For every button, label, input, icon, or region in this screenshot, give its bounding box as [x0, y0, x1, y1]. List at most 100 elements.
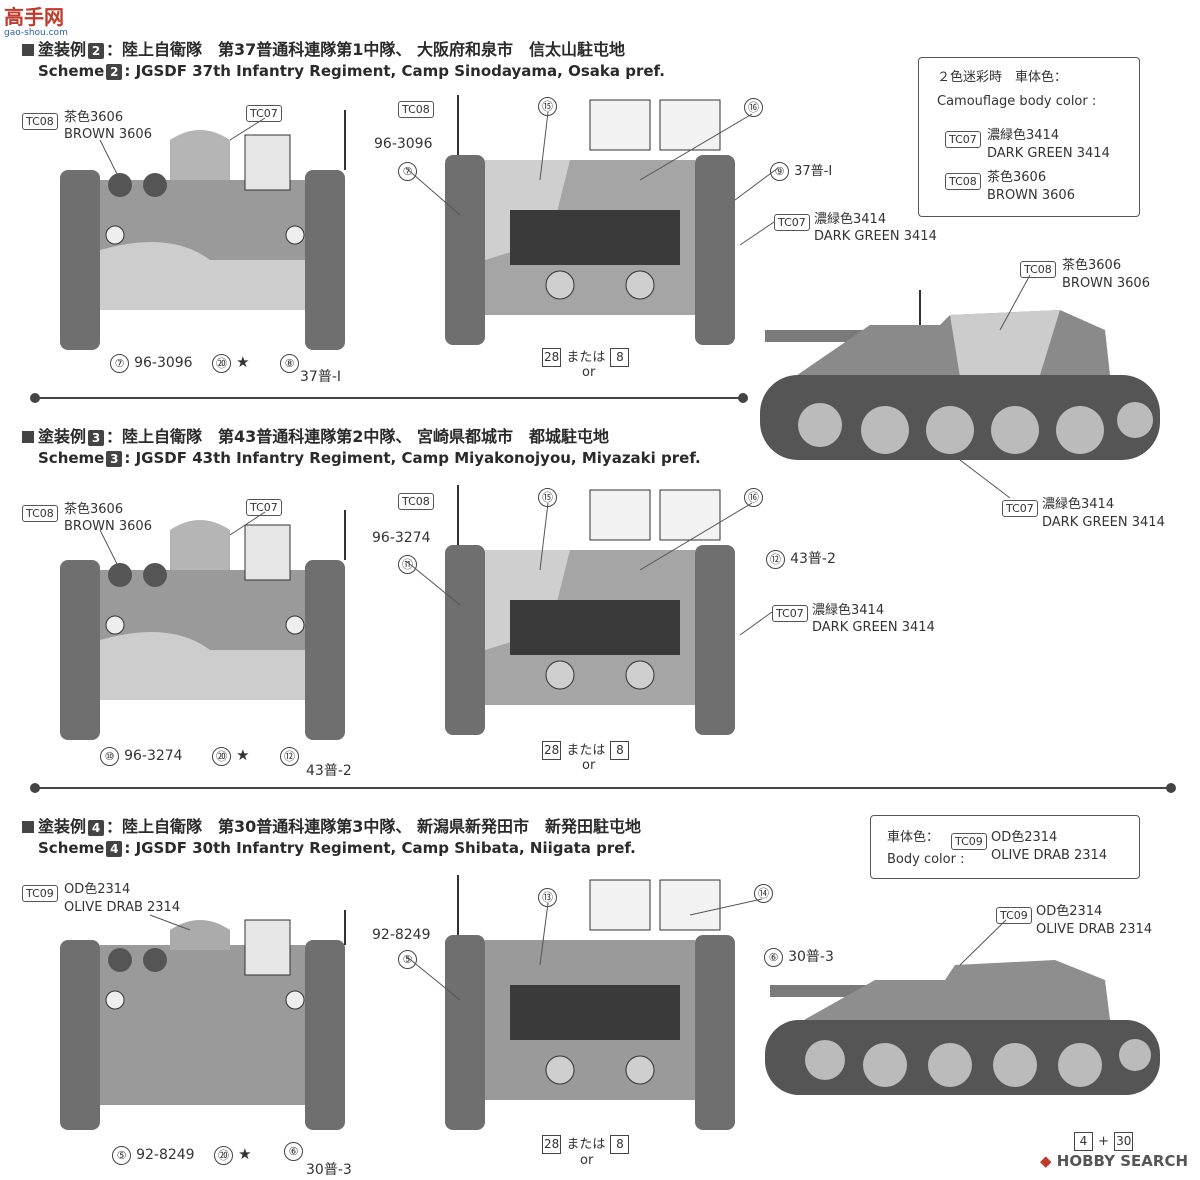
side-1-tc-bottom: TC07 — [1002, 497, 1038, 517]
scheme-3-rear-callout-b: ⑯ — [744, 486, 763, 507]
scheme-2-rear-or: or — [582, 365, 596, 380]
scheme-2-rear-callout-a: ⑮ — [538, 95, 557, 116]
camo-title-en: Camouflage body color : — [937, 94, 1097, 109]
scheme-4-front-view — [60, 910, 346, 1130]
scheme-3-front-callout-mid: ⑳ ★ — [212, 745, 250, 766]
scheme-2-rear-plate: 96-3096 — [374, 136, 433, 152]
scheme-2-front-callout-left: ⑦ 96-3096 — [110, 352, 193, 373]
scheme-4-front-color-en: OLIVE DRAB 2314 — [64, 900, 181, 915]
camouflage-color-box: ２色迷彩時 車体色： Camouflage body color : TC07 … — [918, 57, 1140, 217]
scheme-4-rear-plate: 92-8249 — [372, 927, 431, 943]
scheme-3-front-color-en: BROWN 3606 — [64, 519, 152, 534]
scheme-2-rear-right-color-en: DARK GREEN 3414 — [814, 229, 937, 244]
side-1-top-jp: 茶色3606 — [1062, 258, 1122, 273]
scheme-3-front-plate: 43普-2 — [306, 763, 352, 779]
scheme-2-rear-right-color-jp: 濃緑色3414 — [814, 212, 887, 227]
separator-line — [35, 787, 1170, 789]
separator-line — [35, 397, 740, 399]
camo-entry-1: TC07 濃緑色3414 DARK GREEN 3414 — [945, 128, 1110, 161]
scheme-4-rear-plate-num: ⑤ — [398, 948, 417, 969]
camo-title-jp: ２色迷彩時 車体色： — [937, 70, 1068, 85]
body-color-label-en: Body color : — [887, 852, 965, 867]
side-view-2-drawing — [765, 960, 1160, 1095]
side-1-top-en: BROWN 3606 — [1062, 276, 1150, 291]
side-2-color-jp: OD色2314 — [1036, 904, 1103, 919]
scheme-4-front-color-jp: OD色2314 — [64, 882, 131, 897]
scheme-4-front-callout-left: ⑤ 92-8249 — [112, 1144, 195, 1165]
scheme-2-front-tc: TC08 — [22, 110, 58, 130]
side-2-tc: TC09 — [996, 904, 1032, 924]
scheme-3-front-callout-right: ⑫ — [280, 745, 299, 766]
scheme-4-front-plate: 30普-3 — [306, 1162, 352, 1178]
body-color-jp: OD色2314 — [991, 830, 1058, 845]
scheme-4-front-callout-mid: ⑳ ★ — [214, 1144, 252, 1165]
scheme-2-rear-tc: TC08 — [398, 98, 434, 118]
separator-dot — [1166, 783, 1176, 793]
scheme-3-rear-tc-right: TC07 — [772, 602, 808, 622]
camo-entry-2: TC08 茶色3606 BROWN 3606 — [945, 170, 1075, 203]
scheme-4-rear-view — [445, 875, 735, 1130]
side-1-bottom-jp: 濃緑色3414 — [1042, 497, 1115, 512]
scheme-2-rear-callout-right: ⑨ 37普-Ⅰ — [770, 160, 832, 181]
scheme-2-rear-tc-right: TC07 — [774, 211, 810, 231]
scheme-4-front-tc: TC09 — [22, 882, 58, 902]
tc-badge: TC08 — [945, 173, 981, 190]
scheme-3-rear-right-color-jp: 濃緑色3414 — [812, 603, 885, 618]
scheme-4-rear-callout-a: ⑬ — [538, 886, 557, 907]
scheme-2-rear-callout-b: ⑯ — [744, 96, 763, 117]
scheme-2-front-plate: 37普-Ⅰ — [300, 369, 341, 385]
scheme-2-front-color-jp: 茶色3606 — [64, 110, 124, 125]
scheme-3-front-tc: TC08 — [22, 502, 58, 522]
separator-dot — [738, 393, 748, 403]
scheme-3-front-view — [60, 510, 346, 740]
scheme-3-rear-callout-right: ⑫ 43普-2 — [766, 548, 836, 569]
scheme-3-rear-right-color-en: DARK GREEN 3414 — [812, 620, 935, 635]
scheme-3-rear-tc: TC08 — [398, 490, 434, 510]
footer-brand-1: HOBBY — [1056, 1152, 1115, 1170]
scheme-3-rear-plate: 96-3274 — [372, 530, 431, 546]
side-2-bottom-callout: 4 + 30 — [1074, 1130, 1134, 1151]
scheme-4-front-callout-right: ⑥ — [284, 1140, 303, 1161]
scheme-3-rear-callout-a: ⑮ — [538, 486, 557, 507]
tc-badge: TC09 — [951, 833, 987, 850]
scheme-2-rear-bottom-callout: 28 または 8 — [542, 346, 630, 367]
scheme-3-rear-view — [445, 485, 735, 735]
scheme-2-front-color-en: BROWN 3606 — [64, 127, 152, 142]
scheme-2-front-callout-mid: ⑳ ★ — [212, 352, 250, 373]
scheme-3-rear-bottom-callout: 28 または 8 — [542, 739, 630, 760]
scheme-4-rear-bottom-callout: 28 または 8 — [542, 1133, 630, 1154]
scheme-2-rear-plate-num: ⑦ — [398, 160, 417, 181]
site-logo-text: 高手网 — [4, 5, 64, 29]
scheme-2-rear-view — [445, 95, 735, 345]
scheme-4-rear-or: or — [580, 1153, 594, 1168]
side-2-color-en: OLIVE DRAB 2314 — [1036, 922, 1153, 937]
scheme-3-rear-plate-num: ⑪ — [398, 553, 417, 574]
scheme-2-front-tc-top: TC07 — [246, 102, 282, 122]
body-color-label-jp: 車体色： — [887, 830, 940, 845]
scheme-3-rear-or: or — [582, 758, 596, 773]
side-1-bottom-en: DARK GREEN 3414 — [1042, 515, 1165, 530]
site-logo: 高手网 gao-shou.com — [4, 6, 78, 38]
body-color-en: OLIVE DRAB 2314 — [991, 848, 1108, 863]
scheme-2-front-callout-right: ⑧ — [280, 352, 299, 373]
scheme-4-rear-callout-right: ⑥ 30普-3 — [764, 946, 834, 967]
footer-brand: ◆ HOBBY SEARCH — [1040, 1152, 1189, 1170]
side-view-1-drawing — [760, 290, 1160, 460]
scheme-3-front-color-jp: 茶色3606 — [64, 502, 124, 517]
scheme-3-front-tc-top: TC07 — [246, 496, 282, 516]
footer-brand-2: SEARCH — [1120, 1152, 1189, 1170]
scheme-3-front-callout-left: ⑩ 96-3274 — [100, 745, 183, 766]
site-url: gao-shou.com — [4, 28, 68, 38]
tc-badge: TC07 — [945, 131, 981, 148]
scheme-4-rear-callout-b: ⑭ — [754, 882, 773, 903]
scheme-2-front-view — [60, 110, 346, 350]
body-color-box: 車体色： Body color : TC09 OD色2314 OLIVE DRA… — [870, 815, 1140, 879]
side-1-tc-top: TC08 — [1020, 258, 1056, 278]
